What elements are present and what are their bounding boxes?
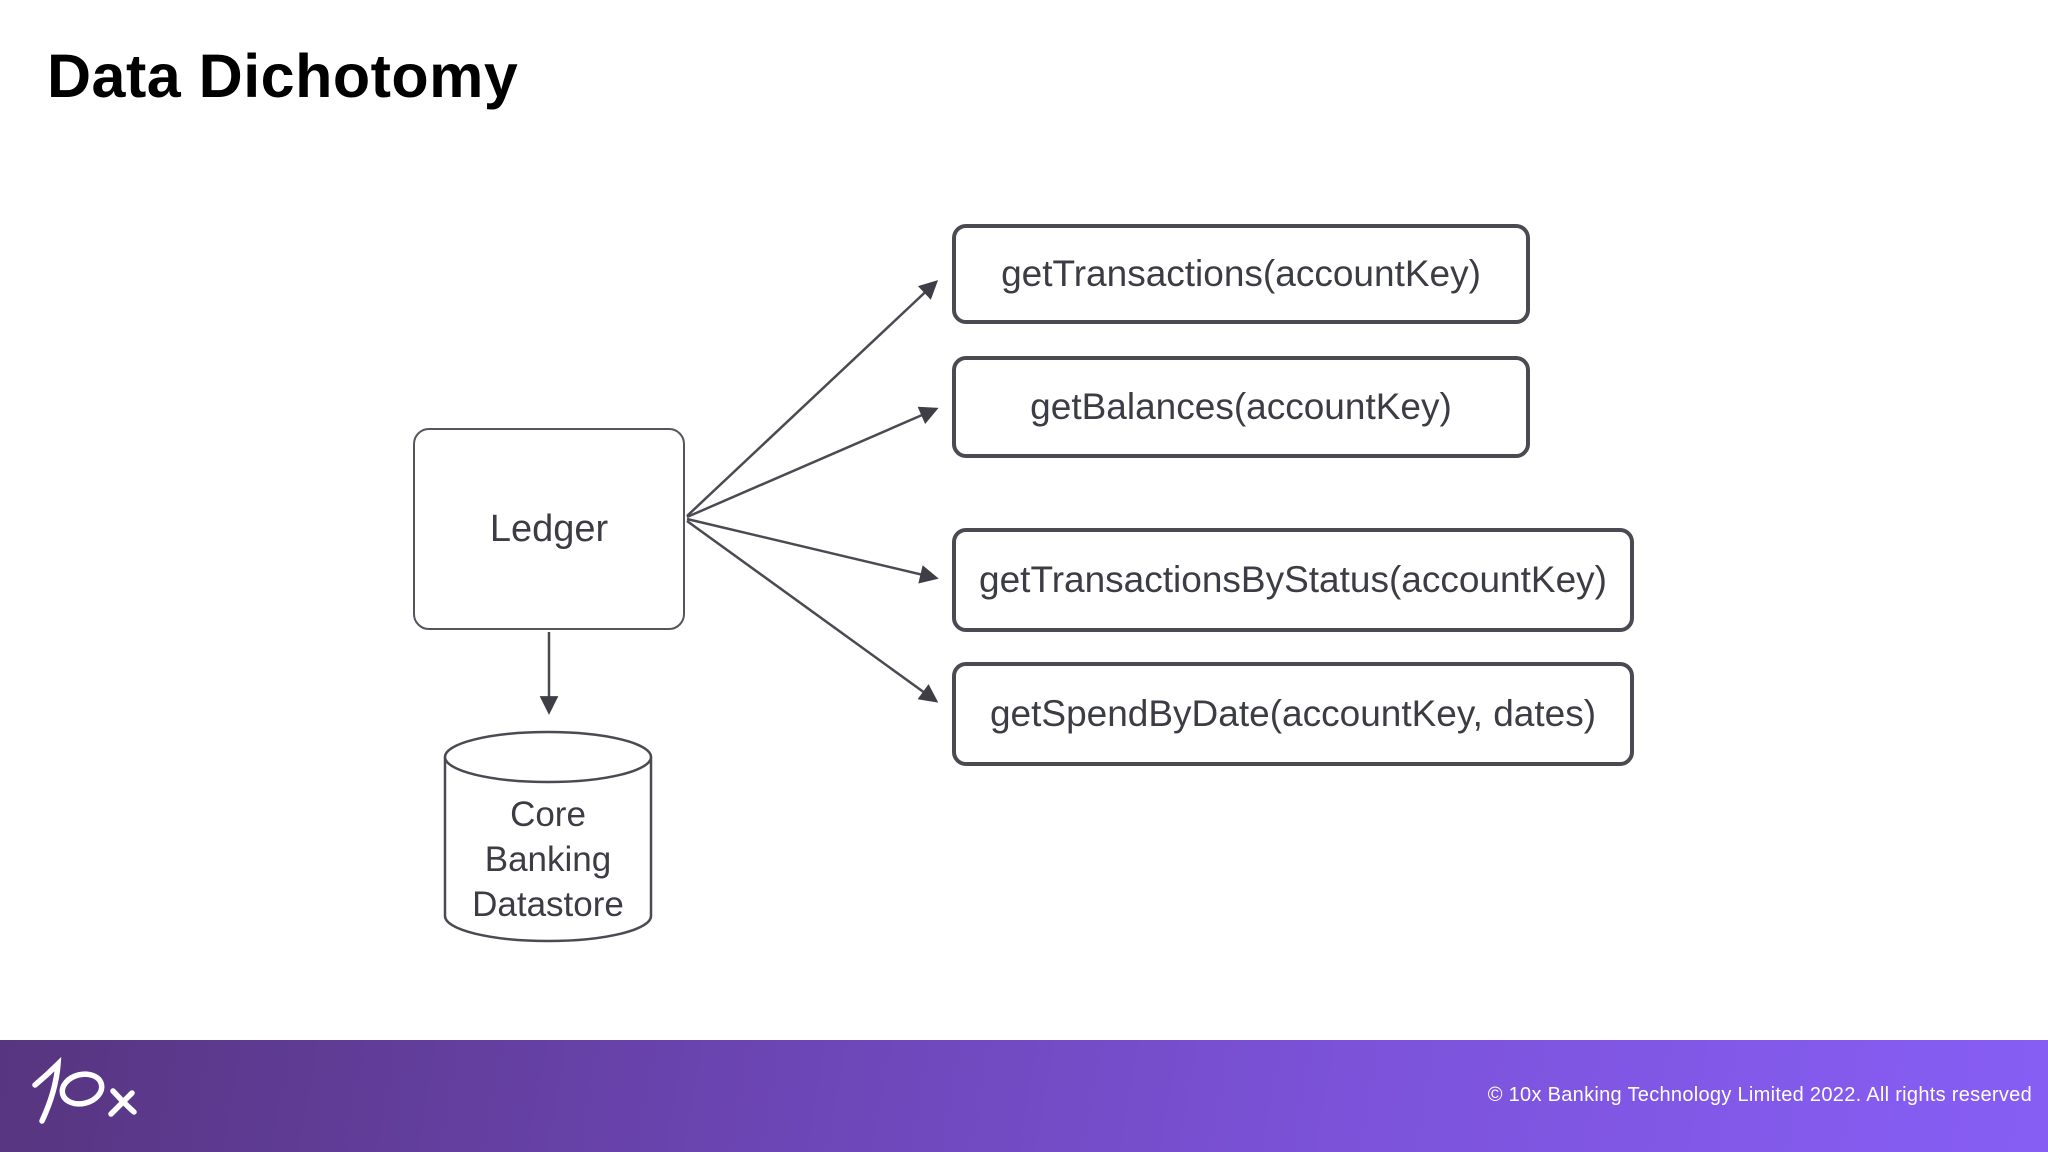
method-label: getTransactions(accountKey) xyxy=(1001,253,1481,294)
method-node-get-transactions: getTransactions(accountKey) xyxy=(952,224,1530,324)
logo-10x-icon xyxy=(32,1056,137,1124)
footer-band: © 10x Banking Technology Limited 2022. A… xyxy=(0,1040,2048,1152)
datastore-cylinder-icon xyxy=(443,730,653,943)
method-node-get-balances: getBalances(accountKey) xyxy=(952,356,1530,458)
ledger-label: Ledger xyxy=(489,507,609,550)
ledger-to-methods-arrows xyxy=(539,280,939,715)
method-label: getTransactionsByStatus(accountKey) xyxy=(979,559,1607,600)
method-node-get-transactions-by-status: getTransactionsByStatus(accountKey) xyxy=(952,528,1634,632)
arrow-to-get-transactions xyxy=(686,280,939,517)
slide-title: Data Dichotomy xyxy=(47,42,519,110)
method-node-get-spend-by-date: getSpendByDate(accountKey, dates) xyxy=(952,662,1634,766)
method-label: getBalances(accountKey) xyxy=(1030,386,1452,427)
arrow-to-get-balances xyxy=(686,406,939,519)
copyright-text: © 10x Banking Technology Limited 2022. A… xyxy=(1487,1084,2032,1106)
datastore-label: Core Banking Datastore xyxy=(445,792,651,927)
arrow-to-get-transactions-by-status xyxy=(686,517,939,584)
datastore-label-line: Core xyxy=(510,795,586,834)
method-label: getSpendByDate(accountKey, dates) xyxy=(989,693,1597,734)
datastore-label-line: Banking xyxy=(484,840,612,879)
datastore-label-line: Datastore xyxy=(472,885,624,924)
arrow-to-get-spend-by-date xyxy=(686,519,939,703)
ledger-node: Ledger xyxy=(413,428,685,630)
